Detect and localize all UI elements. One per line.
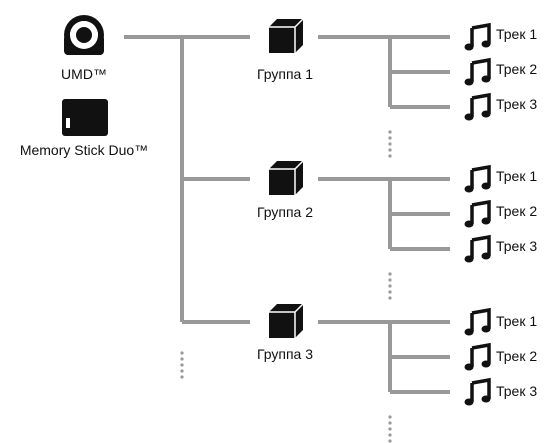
music-note-icon (464, 377, 491, 406)
track-label: Трек 2 (496, 61, 538, 77)
track-label: Трек 1 (496, 26, 538, 42)
music-note-icon (464, 57, 491, 86)
music-note-icon (464, 199, 491, 228)
folder-group-icon (269, 160, 304, 195)
track-label: Трек 3 (496, 96, 538, 112)
track-label: Трек 1 (496, 313, 538, 329)
umd-disc-icon (64, 15, 104, 55)
folder-group-icon (269, 18, 304, 53)
memory-stick-icon (62, 99, 108, 136)
track-label: Трек 2 (496, 348, 538, 364)
music-note-icon (464, 22, 491, 51)
music-note-icon (464, 307, 491, 336)
group-label-3: Группа 3 (256, 346, 314, 362)
track-continuation-dots (388, 415, 392, 443)
group-label-1: Группа 1 (256, 66, 314, 82)
music-note-icon (464, 164, 491, 193)
track-label: Трек 3 (496, 238, 538, 254)
track-label: Трек 2 (496, 203, 538, 219)
folder-group-icon (269, 303, 304, 338)
music-note-icon (464, 92, 491, 121)
music-note-icon (464, 234, 491, 263)
music-note-icon (464, 342, 491, 371)
trunk-continuation-dots (180, 351, 184, 379)
group-label-2: Группа 2 (256, 204, 314, 220)
track-label: Трек 3 (496, 383, 538, 399)
track-continuation-dots (388, 272, 392, 300)
source-label-memory-stick: Memory Stick Duo™ (19, 142, 149, 158)
track-label: Трек 1 (496, 168, 538, 184)
source-label-umd: UMD™ (61, 66, 107, 82)
track-continuation-dots (388, 130, 392, 158)
